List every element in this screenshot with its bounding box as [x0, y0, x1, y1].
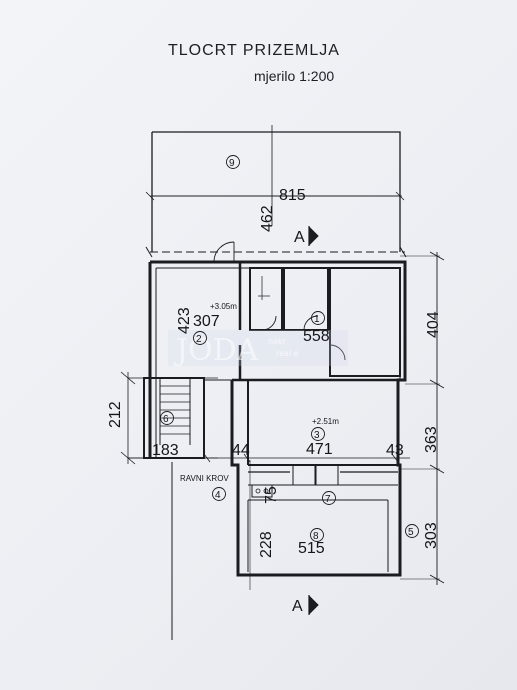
flat-roof-label: RAVNI KROV	[180, 474, 229, 483]
watermark-line-1: nekr	[268, 337, 287, 346]
dim-183: 183	[152, 442, 179, 459]
dim-212: 212	[107, 401, 124, 428]
level-upper: +3.05m	[210, 302, 237, 311]
dim-307: 307	[193, 313, 220, 330]
watermark-logo: JODA	[173, 333, 259, 368]
dim-815: 815	[279, 187, 306, 204]
dim-303: 303	[423, 522, 440, 549]
dim-44: 44	[232, 442, 250, 459]
dim-228: 228	[258, 531, 275, 558]
level-lower: +2.51m	[312, 417, 339, 426]
plan-scale: mjerilo 1:200	[254, 68, 335, 84]
dim-462: 462	[259, 205, 276, 232]
dim-75: 75	[263, 486, 280, 504]
room-9-label: 9	[229, 158, 235, 169]
room-3-label: 3	[314, 430, 320, 441]
dim-558: 558	[303, 328, 330, 345]
section-marker-top: A	[294, 229, 305, 246]
dim-471: 471	[306, 441, 333, 458]
section-marker-bottom: A	[292, 598, 303, 615]
room-2-label: 2	[196, 334, 202, 345]
room-8-label: 8	[313, 531, 319, 542]
room-6-label: 6	[163, 414, 169, 425]
exterior-wall	[150, 260, 407, 577]
room-7-label: 7	[325, 494, 331, 505]
terrace-outline	[151, 131, 401, 252]
plan-title: TLOCRT PRIZEMLJA	[168, 42, 340, 59]
watermark-line-2: real e	[276, 349, 299, 358]
watermark-box	[168, 330, 348, 366]
dim-363: 363	[423, 426, 440, 453]
dim-43: 43	[386, 442, 404, 459]
dim-423: 423	[176, 307, 193, 334]
room-5-label: 5	[408, 527, 414, 538]
room-1-label: 1	[314, 314, 320, 325]
room-4-label: 4	[215, 490, 221, 501]
dim-515: 515	[298, 540, 325, 557]
dim-404: 404	[425, 311, 442, 338]
